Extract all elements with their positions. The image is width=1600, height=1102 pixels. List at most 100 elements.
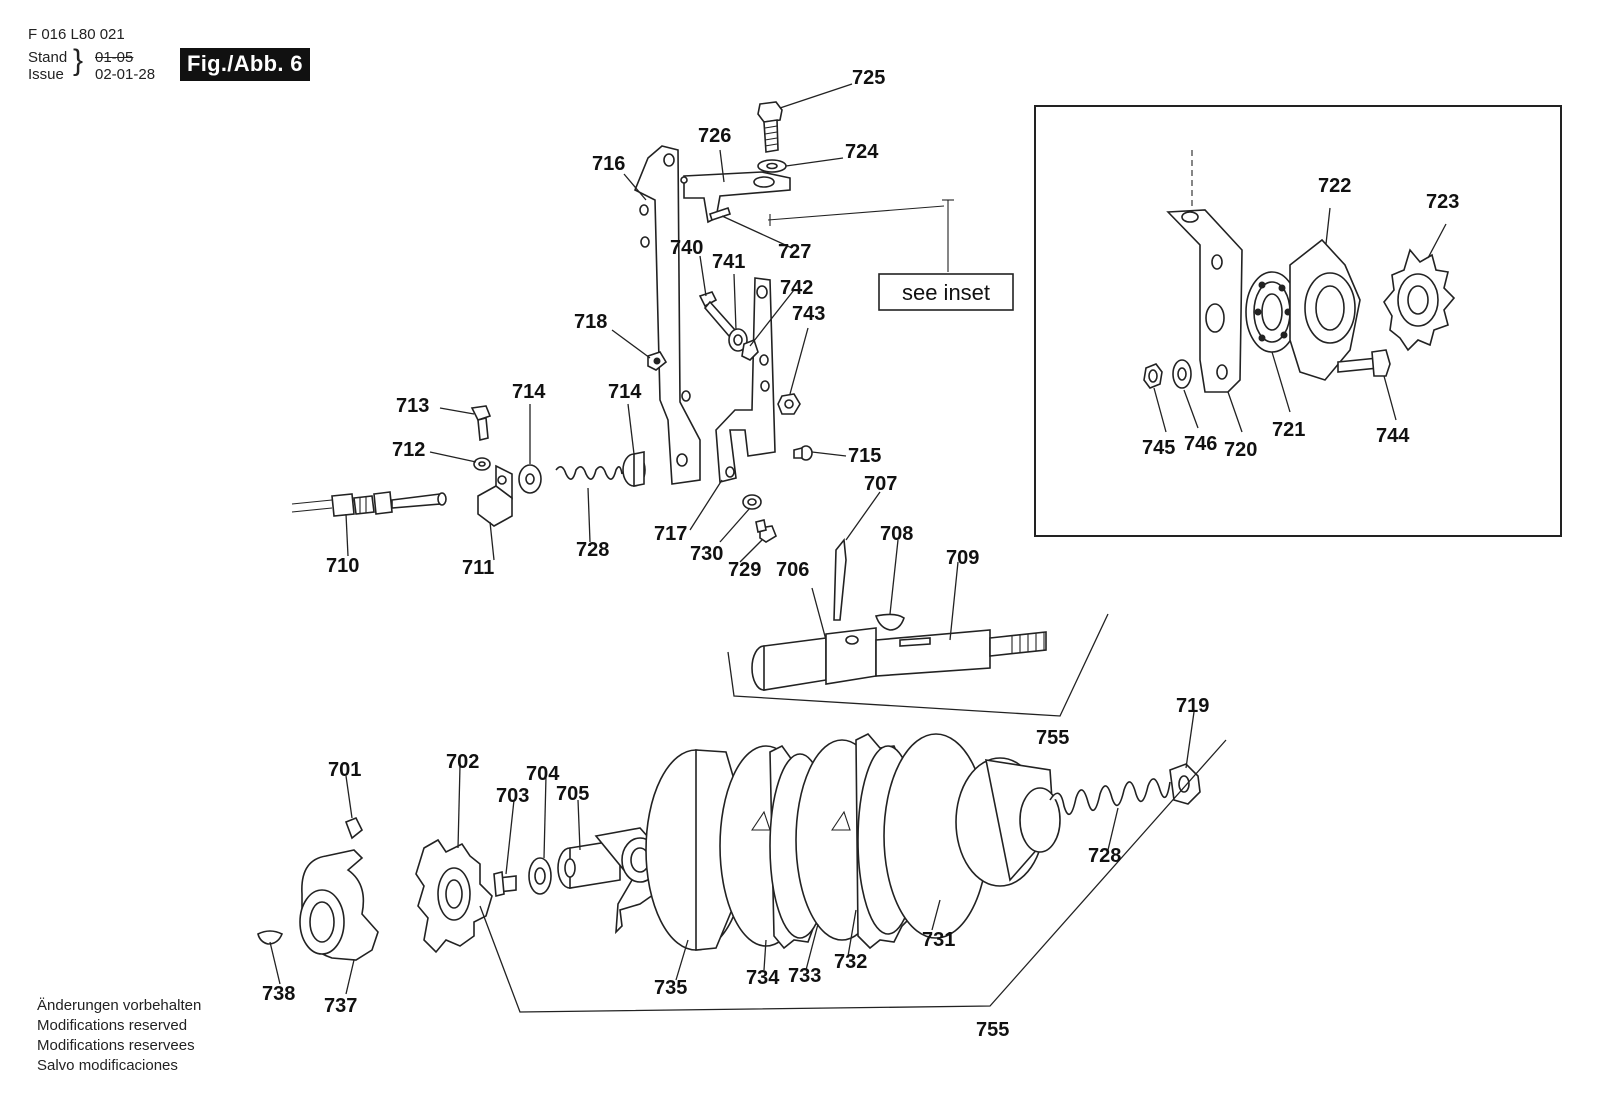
label-713: 713 xyxy=(396,395,429,417)
nut-743 xyxy=(777,393,801,415)
label-720: 720 xyxy=(1224,439,1257,461)
label-732: 732 xyxy=(834,951,867,973)
washer-714a xyxy=(518,464,542,494)
label-714a: 714 xyxy=(512,381,546,403)
label-712: 712 xyxy=(392,439,425,461)
label-755b: 755 xyxy=(976,1019,1009,1041)
note-de: Änderungen vorbehalten xyxy=(37,997,202,1014)
screw-703 xyxy=(493,870,517,898)
key-738 xyxy=(257,930,284,945)
label-702: 702 xyxy=(446,751,479,773)
nut-702 xyxy=(415,838,493,954)
label-741: 741 xyxy=(712,251,745,273)
modification-notes: Änderungen vorbehalten Modifications res… xyxy=(37,996,201,1076)
label-716: 716 xyxy=(592,153,625,175)
label-701: 701 xyxy=(328,759,361,781)
bracket-711 xyxy=(477,464,513,527)
label-755a: 755 xyxy=(1036,727,1069,749)
label-710: 710 xyxy=(326,555,359,577)
label-729: 729 xyxy=(728,559,761,581)
label-727: 727 xyxy=(778,241,811,263)
label-737: 737 xyxy=(324,995,357,1017)
key-708 xyxy=(874,613,905,631)
label-711: 711 xyxy=(462,557,494,579)
label-744: 744 xyxy=(1376,425,1410,447)
label-723: 723 xyxy=(1426,191,1459,213)
brace-glyph: } xyxy=(73,44,84,77)
label-707: 707 xyxy=(864,473,897,495)
plate-726 xyxy=(680,171,791,224)
issue-label: Issue xyxy=(28,66,64,83)
spring-728a xyxy=(555,466,623,480)
label-719: 719 xyxy=(1176,695,1209,717)
screw-729 xyxy=(755,519,777,543)
label-724: 724 xyxy=(845,141,879,163)
washer-730 xyxy=(742,494,762,510)
washer-704 xyxy=(528,857,552,895)
inset-bolt-744 xyxy=(1337,349,1391,377)
note-fr: Modifications reservees xyxy=(37,1037,195,1054)
screw-718 xyxy=(647,351,668,371)
inset-frame xyxy=(1034,105,1562,537)
old-date: 01-05 xyxy=(95,49,134,66)
screw-701 xyxy=(344,816,364,840)
label-735: 735 xyxy=(654,977,687,999)
label-717: 717 xyxy=(654,523,687,545)
label-731: 731 xyxy=(922,929,955,951)
figure-label: Fig./Abb. 6 xyxy=(180,48,310,81)
bracket-716 xyxy=(633,145,701,485)
label-703: 703 xyxy=(496,785,529,807)
label-715: 715 xyxy=(848,445,881,467)
washer-724 xyxy=(757,159,787,173)
pin-727 xyxy=(708,206,732,222)
label-742: 742 xyxy=(780,277,813,299)
screw-713 xyxy=(470,405,492,442)
issue-date: 02-01-28 xyxy=(95,66,156,83)
label-722: 722 xyxy=(1318,175,1351,197)
inset-nut-745 xyxy=(1143,363,1163,389)
shaft-709 xyxy=(751,627,1047,691)
label-726: 726 xyxy=(698,125,731,147)
screw-740 xyxy=(698,291,737,338)
see-inset-label: see inset xyxy=(902,280,990,305)
label-745: 745 xyxy=(1142,437,1175,459)
label-705: 705 xyxy=(556,783,589,805)
label-743: 743 xyxy=(792,303,825,325)
label-738: 738 xyxy=(262,983,295,1005)
bracket-717 xyxy=(715,277,776,484)
note-es: Salvo modificaciones xyxy=(37,1057,178,1074)
nut-742 xyxy=(741,338,759,361)
label-714b: 714 xyxy=(608,381,642,403)
inset-bracket-720 xyxy=(1166,150,1243,393)
bolt-725 xyxy=(757,101,783,153)
label-746: 746 xyxy=(1184,433,1217,455)
bracket-line-755a xyxy=(727,613,1109,717)
inset-washer-746 xyxy=(1172,359,1192,389)
washer-712 xyxy=(473,457,491,471)
housing-737 xyxy=(299,849,379,961)
label-734: 734 xyxy=(746,967,780,989)
inset-bearing-721 xyxy=(1245,271,1299,353)
see-inset-box xyxy=(878,273,1014,311)
bushing-714b xyxy=(622,451,646,487)
label-708: 708 xyxy=(880,523,913,545)
label-704: 704 xyxy=(526,763,560,785)
inset-reference-lines xyxy=(767,199,1014,311)
label-728a: 728 xyxy=(576,539,609,561)
pressure-plate xyxy=(955,757,1061,887)
label-718: 718 xyxy=(574,311,607,333)
label-740: 740 xyxy=(670,237,703,259)
note-en: Modifications reserved xyxy=(37,1017,188,1034)
stand-label: Stand xyxy=(28,49,68,66)
label-709: 709 xyxy=(946,547,979,569)
label-733: 733 xyxy=(788,965,821,987)
document-number: F 016 L80 021 xyxy=(28,26,125,43)
label-730: 730 xyxy=(690,543,723,565)
spring-728b xyxy=(1049,778,1171,816)
rivet-715 xyxy=(793,445,813,461)
label-728b: 728 xyxy=(1088,845,1121,867)
cotter-pin-707 xyxy=(833,537,847,621)
spacer-741 xyxy=(728,328,748,352)
inset-flange-722 xyxy=(1289,238,1361,381)
